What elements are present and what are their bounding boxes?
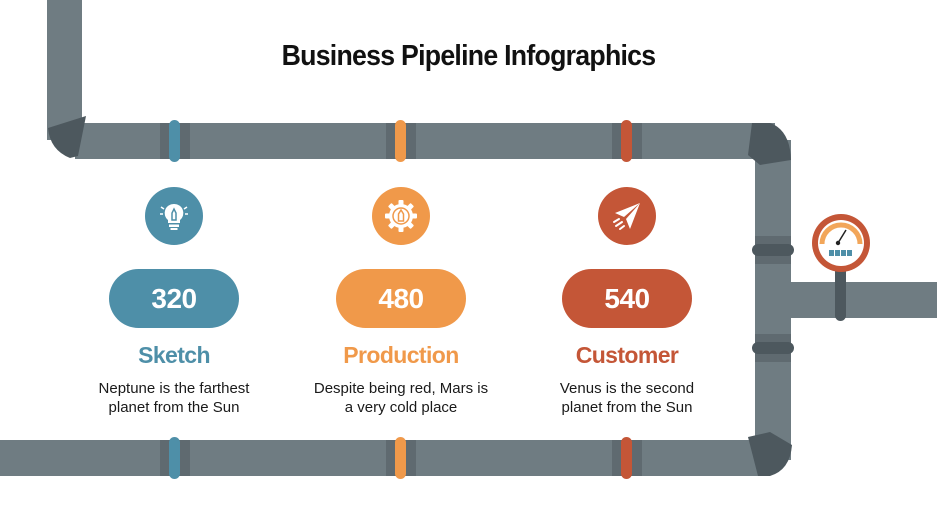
stage-label: Production — [343, 342, 459, 368]
stage-value-pill: 540 — [562, 269, 692, 328]
stage-value-pill: 320 — [109, 269, 239, 328]
description-line: planet from the Sun — [108, 399, 240, 416]
elbow-joint-top-left — [48, 116, 86, 158]
stage-description: Neptune is the farthest planet from the … — [99, 379, 250, 417]
stage-sketch: 320 Sketch Neptune is the farthest plane… — [74, 187, 274, 417]
lightbulb-pencil-icon — [145, 187, 203, 245]
description-line: Despite being red, Mars is — [313, 380, 489, 397]
description-line: Venus is the second — [559, 380, 695, 397]
stage-production: 480 Production Despite being red, Mars i… — [301, 187, 501, 417]
stage-description: Despite being red, Mars is a very cold p… — [314, 379, 488, 417]
stage-value-pill: 480 — [336, 269, 466, 328]
stage-label: Sketch — [138, 342, 210, 368]
stage-customer: 540 Customer Venus is the second planet … — [527, 187, 727, 417]
elbow-joint-top-right — [748, 123, 791, 165]
stage-description: Venus is the second planet from the Sun — [560, 379, 694, 417]
description-line: planet from the Sun — [561, 399, 693, 416]
elbow-joint-bottom-right — [748, 432, 792, 476]
paper-plane-icon — [598, 187, 656, 245]
description-line: Neptune is the farthest — [98, 380, 250, 397]
pressure-gauge-icon — [812, 214, 870, 272]
description-line: a very cold place — [344, 399, 458, 416]
stage-label: Customer — [575, 342, 679, 368]
page-title: Business Pipeline Infographics — [281, 40, 657, 72]
gear-pencil-icon — [372, 187, 430, 245]
